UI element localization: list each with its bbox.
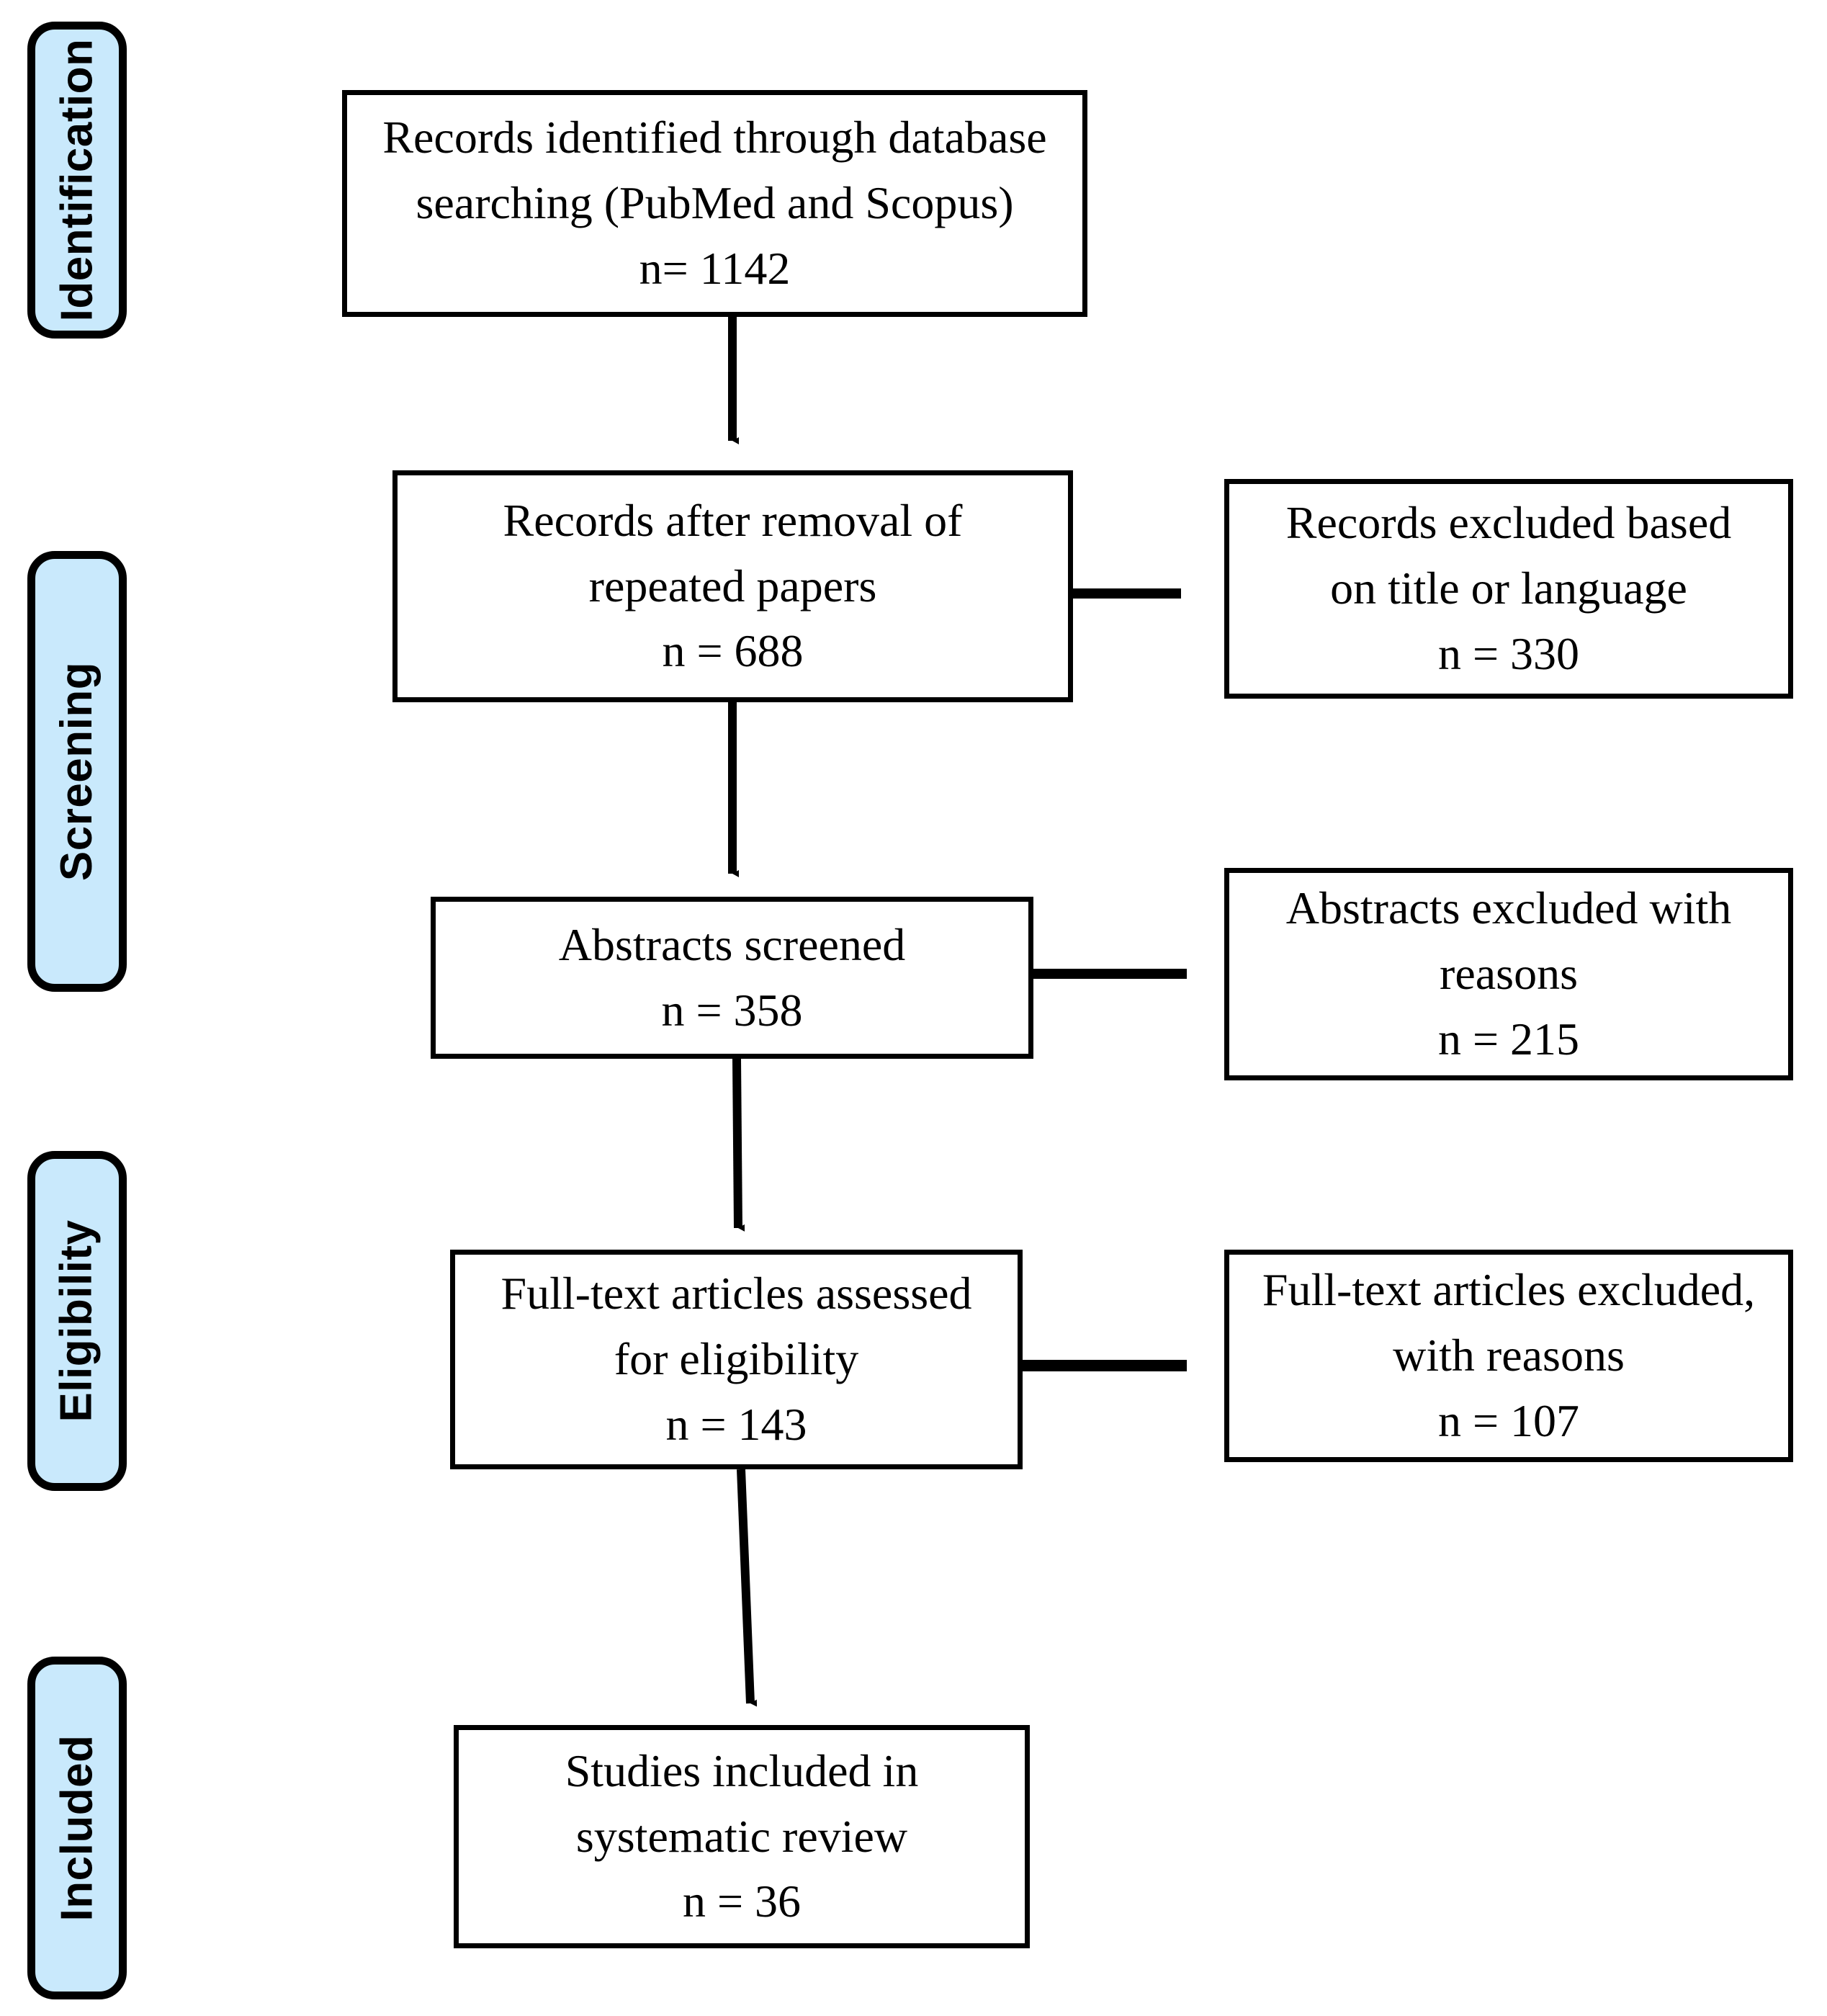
box-records-identified-line-1: Records identified through database: [382, 112, 1047, 163]
box-fulltext-excluded-line-2: with reasons: [1393, 1330, 1625, 1381]
box-records-excluded-title-language: Records excluded based on title or langu…: [1224, 479, 1793, 699]
stage-label-identification: Identification: [52, 38, 102, 322]
box-studies-included-line-2: systematic review: [575, 1810, 908, 1862]
box-fulltext-assessed-line-2: for eligibility: [614, 1333, 859, 1385]
stage-label-eligibility: Eligibility: [52, 1219, 102, 1423]
box-studies-included-line-1: Studies included in: [565, 1744, 919, 1796]
box-records-after-removal-count: n = 688: [662, 625, 804, 677]
box-studies-included-count: n = 36: [682, 1876, 802, 1927]
box-records-after-removal-line-2: repeated papers: [588, 560, 877, 611]
box-abstracts-screened: Abstracts screened n = 358: [431, 897, 1033, 1059]
connector-fulltext-to-included: [737, 1469, 758, 1707]
box-fulltext-assessed: Full-text articles assessed for eligibil…: [450, 1250, 1023, 1469]
box-fulltext-excluded-count: n = 107: [1437, 1394, 1580, 1446]
stage-pill-included: Included: [27, 1657, 127, 1999]
box-records-identified-line-2: searching (PubMed and Scopus): [416, 177, 1014, 229]
box-abstracts-screened-count: n = 358: [661, 984, 803, 1036]
box-fulltext-excluded-line-1: Full-text articles excluded,: [1262, 1264, 1756, 1316]
stage-pill-screening: Screening: [27, 551, 127, 992]
box-abstracts-excluded-line-2: reasons: [1440, 948, 1578, 1000]
box-records-identified-count: n= 1142: [639, 242, 791, 294]
stage-pill-identification: Identification: [27, 22, 127, 339]
box-abstracts-screened-line-1: Abstracts screened: [558, 918, 906, 970]
connector-abstracts-to-fulltext: [732, 1058, 745, 1232]
box-studies-included: Studies included in systematic review n …: [454, 1725, 1030, 1948]
box-records-after-removal-line-1: Records after removal of: [503, 494, 963, 546]
box-records-excluded-title-language-line-2: on title or language: [1330, 563, 1687, 614]
box-abstracts-excluded-count: n = 215: [1437, 1013, 1580, 1065]
stage-label-screening: Screening: [52, 661, 102, 882]
box-records-excluded-title-language-line-1: Records excluded based: [1285, 497, 1732, 549]
stage-label-included: Included: [52, 1734, 102, 1922]
box-abstracts-excluded-line-1: Abstracts excluded with: [1285, 882, 1732, 934]
box-records-after-removal: Records after removal of repeated papers…: [392, 470, 1073, 702]
box-fulltext-excluded: Full-text articles excluded, with reason…: [1224, 1250, 1793, 1462]
box-records-excluded-title-language-count: n = 330: [1437, 627, 1580, 679]
box-fulltext-assessed-count: n = 143: [665, 1398, 807, 1450]
box-records-identified: Records identified through database sear…: [342, 90, 1087, 317]
box-fulltext-assessed-line-1: Full-text articles assessed: [500, 1268, 972, 1320]
stage-pill-eligibility: Eligibility: [27, 1151, 127, 1491]
box-abstracts-excluded: Abstracts excluded with reasons n = 215: [1224, 868, 1793, 1080]
